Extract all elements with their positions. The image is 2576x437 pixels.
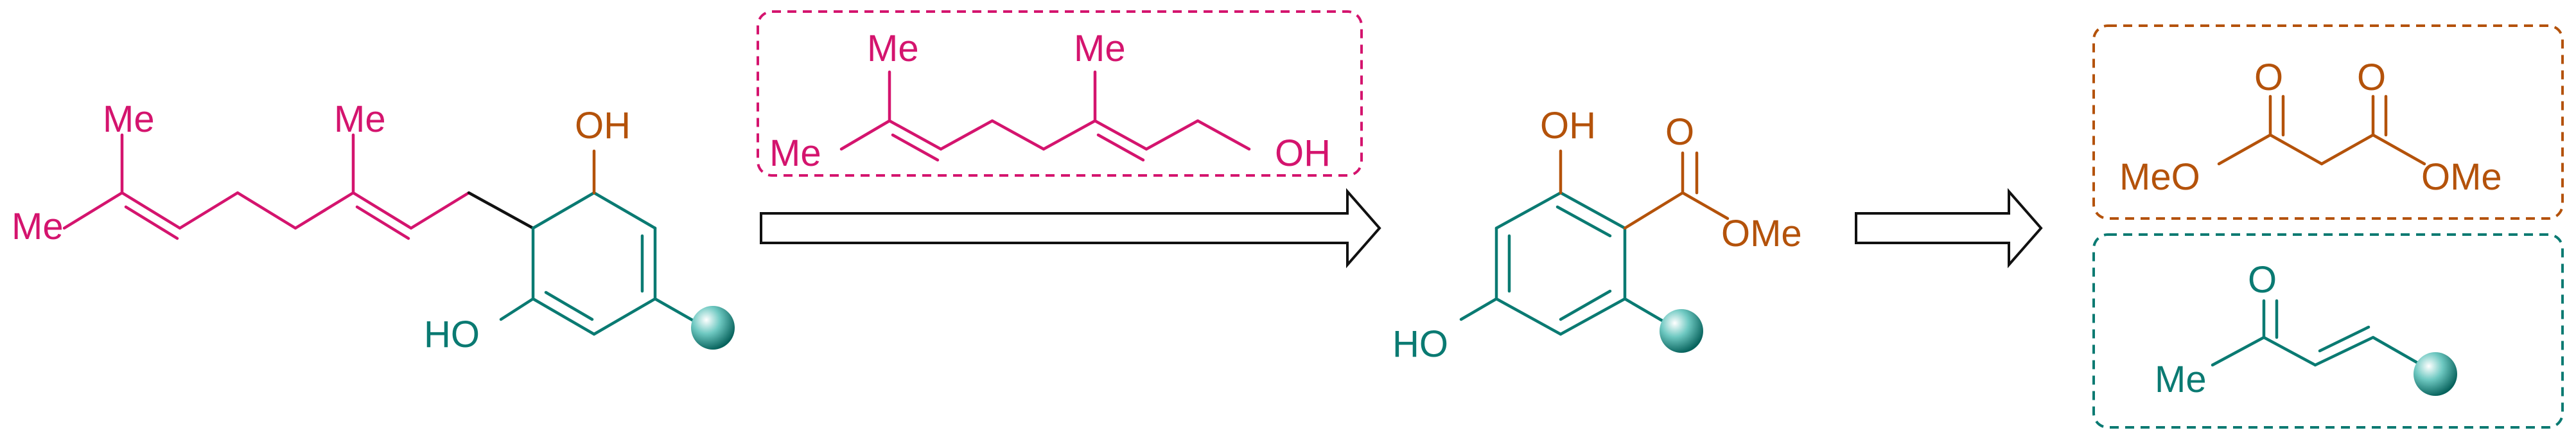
geraniol-box <box>757 10 1363 177</box>
retrosynthesis-arrow-icon <box>1855 188 2043 269</box>
ester-group <box>1559 149 1730 230</box>
hydroxyl-label: OH <box>1540 105 1596 147</box>
methyl-label: Me <box>103 98 155 140</box>
compound-1: Me Me Me OH HO <box>12 98 735 355</box>
teal-sphere-icon <box>1660 309 1703 353</box>
carbonyl-oxygen-label: O <box>2248 259 2277 301</box>
methyl-label: Me <box>769 132 821 174</box>
methoxy-label: MeO <box>2119 156 2200 198</box>
hydroxyl-label: HO <box>1392 323 1448 365</box>
methyl-label: Me <box>1074 28 1126 69</box>
methyl-label: Me <box>2155 359 2207 400</box>
malonate-box <box>2092 24 2564 220</box>
methoxy-label: OMe <box>2421 156 2502 198</box>
hydroxyl-label: HO <box>424 314 480 355</box>
methyl-label: Me <box>334 98 386 140</box>
hydroxyl-label: OH <box>1275 132 1331 174</box>
methyl-label: Me <box>12 206 64 247</box>
compound-2: OH O OMe HO <box>1392 105 1802 365</box>
geraniol-fragment: Me Me Me OH <box>757 10 1363 177</box>
teal-sphere-icon <box>2414 352 2457 396</box>
retrosynthesis-arrow-icon <box>760 188 1381 269</box>
enone-fragment: O Me <box>2092 233 2564 429</box>
teal-sphere-icon <box>691 306 735 350</box>
geranyl-chain <box>62 133 471 240</box>
chain-ring-bond <box>467 191 535 230</box>
carbonyl-oxygen-label: O <box>2254 57 2283 98</box>
enone-box <box>2092 233 2564 429</box>
malonate-fragment: O O MeO OMe <box>2092 24 2564 220</box>
carbonyl-oxygen-label: O <box>1665 111 1694 153</box>
methoxy-label: OMe <box>1721 213 1802 254</box>
hydroxyl-label: OH <box>575 105 631 147</box>
resorcinol-ring <box>499 191 699 336</box>
carbonyl-oxygen-label: O <box>2357 57 2386 98</box>
benzoate-ring <box>1459 191 1665 336</box>
methyl-label: Me <box>867 28 919 69</box>
